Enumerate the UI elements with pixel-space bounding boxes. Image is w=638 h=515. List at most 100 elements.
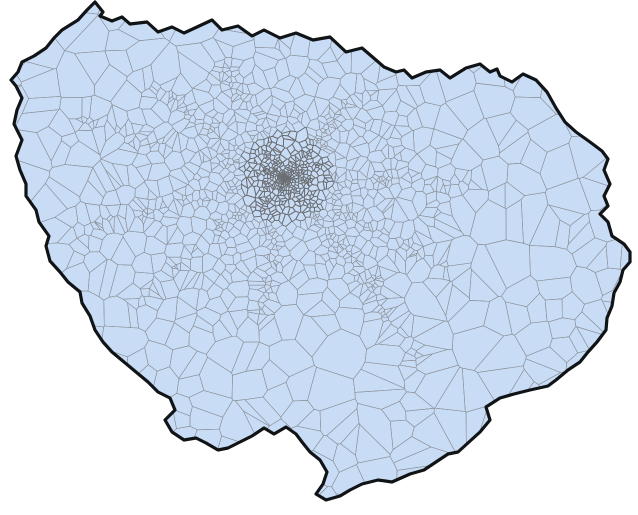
voronoi-cell [593, 2, 630, 36]
voronoi-cell [351, 485, 401, 500]
voronoi-cell [18, 430, 52, 484]
voronoi-cell [143, 217, 156, 234]
region-boundary [9, 0, 632, 502]
voronoi-cell [326, 233, 332, 240]
voronoi-cell [401, 352, 417, 362]
voronoi-cell [364, 291, 377, 302]
voronoi-cell [328, 101, 341, 115]
voronoi-cell [608, 77, 630, 107]
voronoi-cell [64, 14, 110, 54]
voronoi-cell [302, 199, 309, 207]
voronoi-cell [298, 149, 304, 160]
voronoi-cell [307, 178, 313, 184]
voronoi-cell [526, 473, 553, 500]
voronoi-cell [353, 234, 368, 251]
voronoi-cell [50, 140, 72, 168]
voronoi-cell [35, 460, 63, 491]
voronoi-cell [278, 183, 283, 187]
voronoi-cell [288, 268, 310, 291]
voronoi-cell [202, 199, 211, 208]
voronoi-cell [141, 215, 147, 226]
voronoi-cell [480, 466, 527, 496]
voronoi-cell [396, 165, 409, 179]
voronoi-cell [349, 136, 368, 148]
voronoi-cell [617, 140, 630, 203]
voronoi-cell [356, 219, 366, 228]
voronoi-cell [223, 69, 232, 78]
voronoi-cell [262, 299, 283, 314]
voronoi-cell [152, 275, 167, 301]
voronoi-cell [261, 157, 269, 163]
voronoi-cell [389, 419, 415, 451]
voronoi-cell [88, 473, 126, 500]
voronoi-cell [11, 430, 40, 500]
voronoi-cell [130, 468, 161, 500]
voronoi-cell [551, 484, 584, 500]
voronoi-cell [338, 211, 347, 222]
voronoi-cell [349, 183, 361, 193]
voronoi-cell [240, 458, 261, 491]
voronoi-cell [243, 211, 250, 220]
voronoi-cell [473, 334, 527, 373]
voronoi-cell [381, 110, 400, 127]
voronoi-cell [265, 196, 270, 203]
voronoi-cell [325, 258, 335, 277]
voronoi-cell [186, 193, 194, 204]
voronoi-cell [359, 270, 367, 284]
voronoi-cell [352, 117, 367, 130]
voronoi-cell [224, 181, 232, 191]
voronoi-cell [338, 21, 375, 51]
voronoi-cell [326, 408, 360, 445]
voronoi-cell [624, 325, 630, 346]
voronoi-cell [78, 360, 101, 409]
voronoi-cell [11, 388, 43, 439]
voronoi-cell [342, 252, 352, 260]
voronoi-cell [449, 482, 486, 500]
voronoi-cell [294, 177, 300, 183]
voronoi-cell [245, 341, 270, 372]
voronoi-cell [598, 399, 630, 432]
voronoi-cell [159, 199, 167, 210]
voronoi-cell [213, 126, 221, 139]
voronoi-cell [256, 313, 269, 326]
voronoi-cell [340, 204, 348, 214]
voronoi-cell [458, 180, 469, 196]
voronoi-cell [108, 264, 136, 298]
voronoi-cell [212, 219, 220, 227]
voronoi-cell [371, 284, 375, 288]
voronoi-cell [567, 213, 590, 246]
voronoi-cell [473, 82, 516, 119]
voronoi-cell [297, 72, 319, 98]
voronoi-cell [400, 147, 418, 163]
voronoi-cell [260, 213, 270, 221]
voronoi-cell [403, 238, 410, 248]
voronoi-cell [169, 345, 198, 380]
voronoi-cell [180, 245, 193, 260]
voronoi-cell [318, 233, 328, 243]
voronoi-cell [140, 288, 150, 297]
voronoi-cell [118, 398, 158, 436]
voronoi-cell [288, 160, 294, 168]
voronoi-cell [255, 480, 290, 500]
voronoi-cell [207, 147, 218, 160]
voronoi-cell [267, 230, 277, 237]
voronoi-cell [344, 106, 361, 120]
voronoi-cell [11, 344, 29, 367]
voronoi-cell [464, 21, 489, 42]
voronoi-cell [353, 368, 406, 393]
voronoi-cell [126, 2, 149, 21]
voronoi-cell [506, 162, 548, 196]
voronoi-cell [381, 316, 389, 323]
voronoi-cell [287, 182, 291, 185]
voronoi-cell [305, 143, 314, 151]
voronoi-cell [205, 335, 244, 374]
voronoi-cell [55, 490, 73, 500]
voronoi-cell [267, 136, 273, 144]
voronoi-cell [500, 468, 533, 500]
voronoi-cell [297, 173, 305, 179]
voronoi-cell [335, 171, 347, 183]
voronoi-cell [274, 200, 281, 207]
voronoi-cell [293, 2, 331, 28]
voronoi-cell [303, 182, 310, 190]
voronoi-cell [195, 288, 211, 312]
